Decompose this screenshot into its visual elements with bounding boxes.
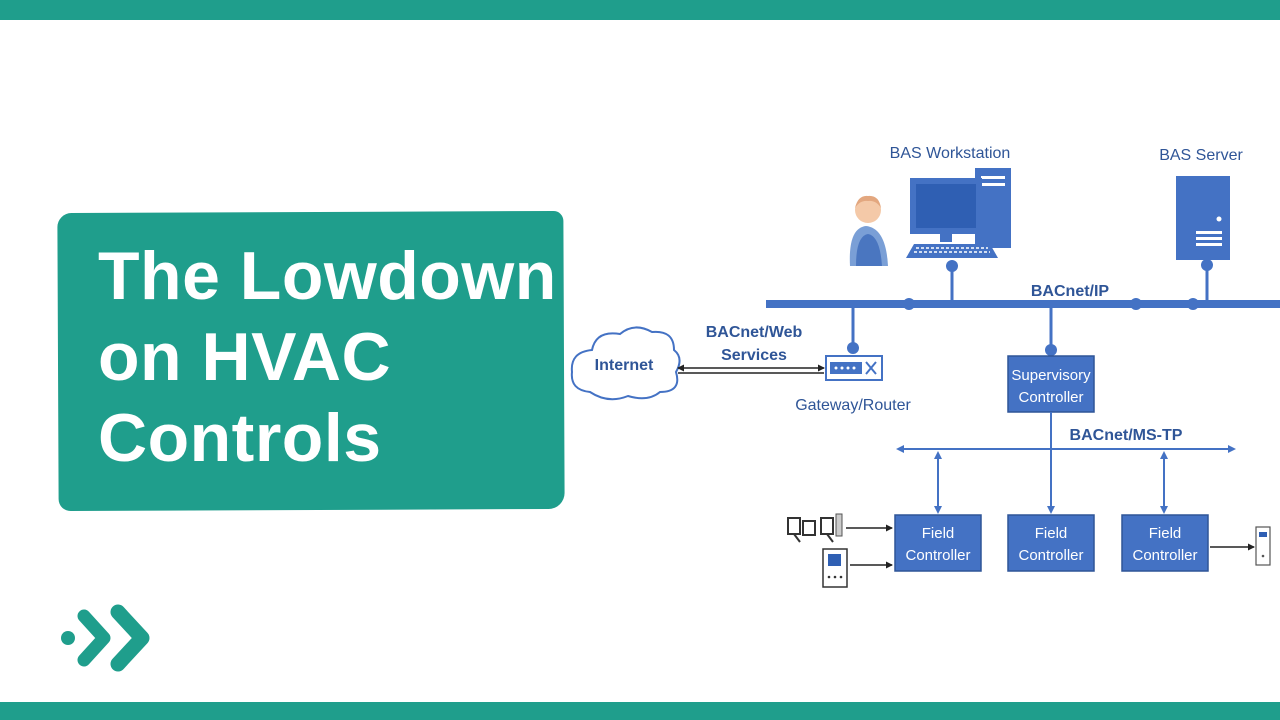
thermostat-icon <box>822 548 848 588</box>
gateway-label: Gateway/Router <box>795 397 911 414</box>
field-controller-3-label-1: Field <box>1149 525 1182 542</box>
field-controller-1-label-2: Controller <box>905 547 970 564</box>
title-line-3: Controls <box>98 400 382 476</box>
title-line-2: on HVAC <box>98 319 392 395</box>
bus-node <box>1187 298 1199 310</box>
supervisory-label-2: Controller <box>1018 389 1083 406</box>
ms-tp-label: BACnet/MS-TP <box>1070 427 1183 444</box>
internet-cloud-icon <box>570 326 681 401</box>
server-icon <box>1176 176 1230 260</box>
field-controller-2-label-1: Field <box>1035 525 1068 542</box>
field-controller-2-box <box>1007 514 1095 572</box>
field-controller-1-box <box>894 514 982 572</box>
bacnet-ip-label: BACnet/IP <box>1031 283 1110 300</box>
page-title: The Lowdown on HVAC Controls <box>98 236 558 479</box>
bottom-accent-bar <box>0 702 1280 720</box>
field-controller-3-box <box>1121 514 1209 572</box>
bus-node <box>1130 298 1142 310</box>
person-icon <box>849 195 888 266</box>
actuator-device-icon <box>1255 526 1271 566</box>
workstation-icon <box>906 168 1011 258</box>
router-icon <box>825 355 883 381</box>
field-controller-2-label-2: Controller <box>1018 547 1083 564</box>
top-accent-bar <box>0 0 1280 20</box>
workstation-label: BAS Workstation <box>890 145 1011 162</box>
brand-logo-icon <box>61 604 150 672</box>
field-controller-3-label-2: Controller <box>1132 547 1197 564</box>
internet-label: Internet <box>595 357 654 374</box>
web-services-label-1: BACnet/Web <box>706 324 803 341</box>
valve-sensor-icon <box>787 513 843 543</box>
field-controller-1-label-1: Field <box>922 525 955 542</box>
web-services-label-2: Services <box>721 347 787 364</box>
server-label: BAS Server <box>1159 147 1243 164</box>
supervisory-controller-box <box>1007 355 1095 413</box>
bacnet-ip-bus <box>766 300 1280 308</box>
title-line-1: The Lowdown <box>98 238 557 314</box>
supervisory-label-1: Supervisory <box>1011 367 1091 384</box>
bus-node <box>903 298 915 310</box>
